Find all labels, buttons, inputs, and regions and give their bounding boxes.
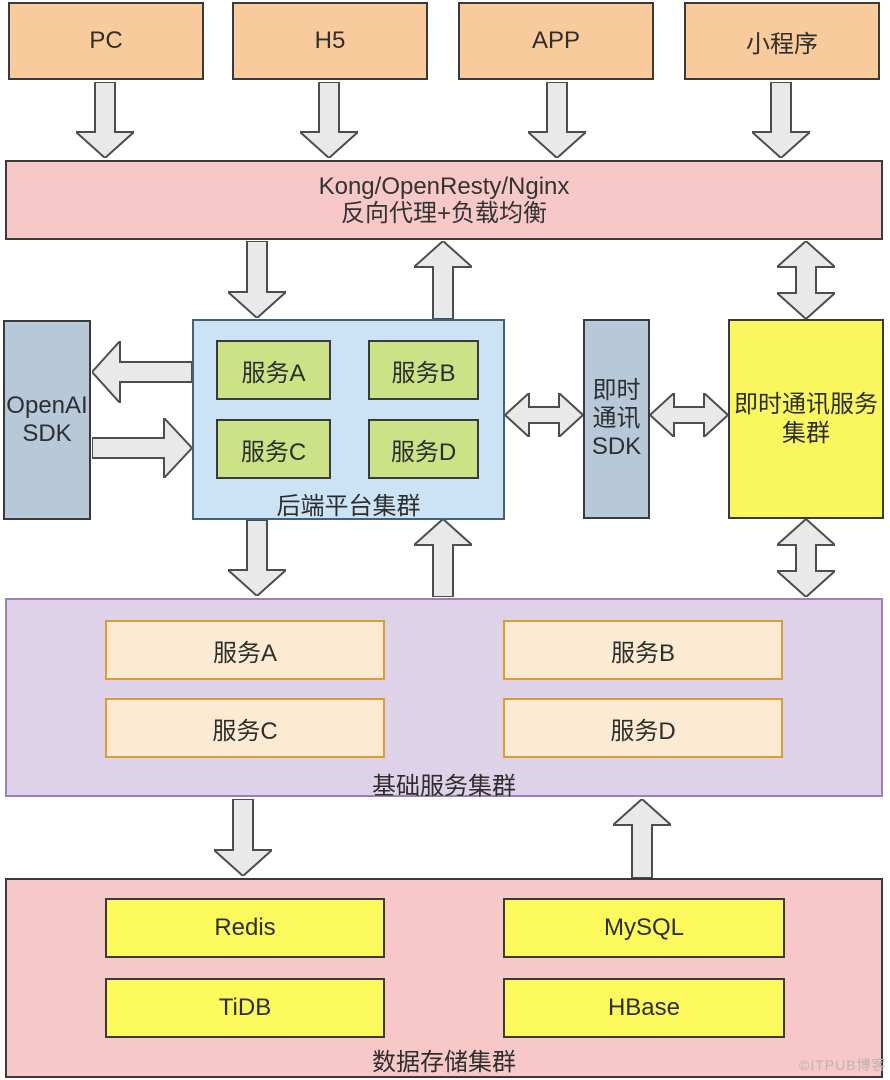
arrow-down-icon [752, 82, 810, 158]
im-sdk-box: 即时 通讯 SDK [583, 319, 650, 519]
backend-service-d-box: 服务D [368, 419, 479, 479]
client-box-miniprogram: 小程序 [684, 2, 880, 80]
tidb-label: TiDB [218, 994, 272, 1021]
openai-sdk-line2: SDK [22, 420, 72, 447]
base-service-d-label: 服务D [610, 717, 676, 745]
im-sdk-line1: 即时 [592, 377, 641, 404]
base-service-c-box: 服务C [105, 698, 385, 758]
arrow-down-icon [228, 241, 286, 318]
backend-service-a-box: 服务A [216, 340, 331, 400]
arrow-right-icon [92, 418, 192, 478]
gateway-line1: Kong/OpenResty/Nginx [318, 173, 570, 200]
backend-service-c-label: 服务C [240, 438, 307, 466]
arrow-left-icon [92, 341, 192, 403]
arrow-up-down-icon [777, 519, 835, 597]
base-service-a-label: 服务A [212, 639, 277, 667]
storage-section-label: 数据存储集群 [372, 1049, 516, 1076]
arrow-left-right-icon [650, 393, 728, 437]
client-label-h5: H5 [314, 27, 346, 54]
mysql-box: MySQL [503, 898, 785, 958]
arrow-down-icon [76, 82, 134, 158]
im-sdk-line3: SDK [591, 433, 642, 460]
backend-service-c-box: 服务C [216, 419, 331, 479]
arrow-down-icon [528, 82, 586, 158]
arrow-down-icon [300, 82, 358, 158]
arrow-up-icon [613, 799, 671, 878]
gateway-box: Kong/OpenResty/Nginx 反向代理+负载均衡 [5, 160, 883, 240]
im-sdk-line2: 通讯 [592, 405, 641, 432]
backend-platform-label: 后端平台集群 [276, 493, 421, 520]
client-box-h5: H5 [232, 2, 428, 80]
client-label-miniprogram: 小程序 [746, 30, 818, 58]
client-box-app: APP [458, 2, 654, 80]
arrow-up-icon [414, 519, 472, 597]
hbase-box: HBase [503, 978, 785, 1038]
backend-service-b-label: 服务B [391, 359, 456, 387]
arrow-up-down-icon [777, 241, 835, 319]
base-service-b-box: 服务B [503, 620, 783, 680]
client-box-pc: PC [8, 2, 204, 80]
arrow-down-icon [214, 799, 272, 876]
backend-service-a-label: 服务A [241, 359, 306, 387]
base-services-label: 基础服务集群 [372, 773, 516, 800]
arrow-left-right-icon [505, 393, 583, 437]
arrow-down-icon [228, 520, 286, 596]
openai-sdk-box: OpenAI SDK [3, 320, 91, 520]
im-cluster-line2: 集群 [782, 420, 830, 447]
base-service-d-box: 服务D [503, 698, 783, 758]
client-label-pc: PC [89, 27, 123, 54]
gateway-line2: 反向代理+负载均衡 [340, 200, 547, 227]
hbase-label: HBase [607, 994, 681, 1021]
backend-service-b-box: 服务B [368, 340, 479, 400]
backend-service-d-label: 服务D [390, 438, 457, 466]
arrow-up-icon [414, 241, 472, 319]
base-service-c-label: 服务C [212, 717, 278, 745]
im-cluster-box: 即时通讯服务 集群 [728, 319, 884, 519]
mysql-label: MySQL [603, 914, 684, 941]
base-service-a-box: 服务A [105, 620, 385, 680]
redis-box: Redis [105, 898, 385, 958]
base-service-b-label: 服务B [610, 639, 675, 667]
tidb-box: TiDB [105, 978, 385, 1038]
watermark: ©ITPUB博客 [799, 1057, 887, 1073]
openai-sdk-line1: OpenAI [6, 392, 88, 419]
im-cluster-line1: 即时通讯服务 [734, 391, 878, 418]
client-label-app: APP [531, 27, 581, 54]
redis-label: Redis [214, 914, 276, 941]
